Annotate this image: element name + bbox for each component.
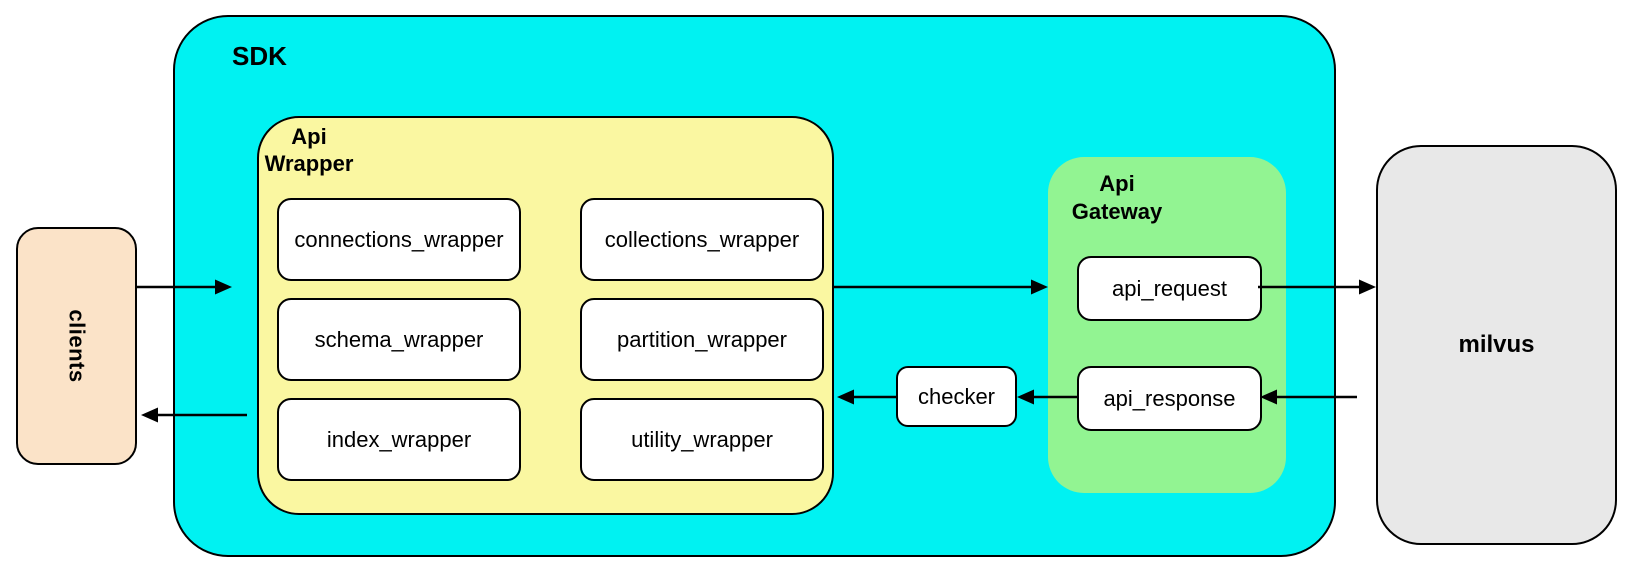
api-wrapper-label: Api Wrapper <box>261 123 357 177</box>
api-response-box: api_response <box>1077 366 1262 431</box>
api-gateway-label-line2: Gateway <box>1071 199 1163 224</box>
clients-label: clients <box>64 309 90 383</box>
api-wrapper-label-line2: Wrapper <box>264 151 354 176</box>
milvus-box: milvus <box>1376 145 1617 545</box>
sdk-label: SDK <box>232 41 287 71</box>
schema-wrapper-box: schema_wrapper <box>277 298 521 381</box>
schema-wrapper-label: schema_wrapper <box>314 326 484 352</box>
index-wrapper-box: index_wrapper <box>277 398 521 481</box>
milvus-label: milvus <box>1458 331 1535 358</box>
api-gateway-label-line1: Api <box>1099 171 1135 196</box>
checker-box: checker <box>896 366 1017 427</box>
connections-wrapper-label: connections_wrapper <box>294 226 504 252</box>
api-request-box: api_request <box>1077 256 1262 321</box>
api-wrapper-container: Api Wrapper connections_wrapper collecti… <box>257 116 834 515</box>
api-gateway-label: Api Gateway <box>1070 170 1164 226</box>
api-response-label: api_response <box>1103 385 1236 411</box>
utility-wrapper-label: utility_wrapper <box>631 426 773 452</box>
collections-wrapper-box: collections_wrapper <box>580 198 824 281</box>
utility-wrapper-box: utility_wrapper <box>580 398 824 481</box>
api-request-label: api_request <box>1112 275 1227 301</box>
checker-label: checker <box>917 383 996 409</box>
partition-wrapper-box: partition_wrapper <box>580 298 824 381</box>
collections-wrapper-label: collections_wrapper <box>604 226 800 252</box>
clients-box: clients <box>16 227 137 465</box>
index-wrapper-label: index_wrapper <box>326 426 472 452</box>
connections-wrapper-box: connections_wrapper <box>277 198 521 281</box>
api-wrapper-label-line1: Api <box>291 124 327 149</box>
api-gateway-container: Api Gateway api_request api_response <box>1048 157 1286 493</box>
partition-wrapper-label: partition_wrapper <box>617 326 787 352</box>
